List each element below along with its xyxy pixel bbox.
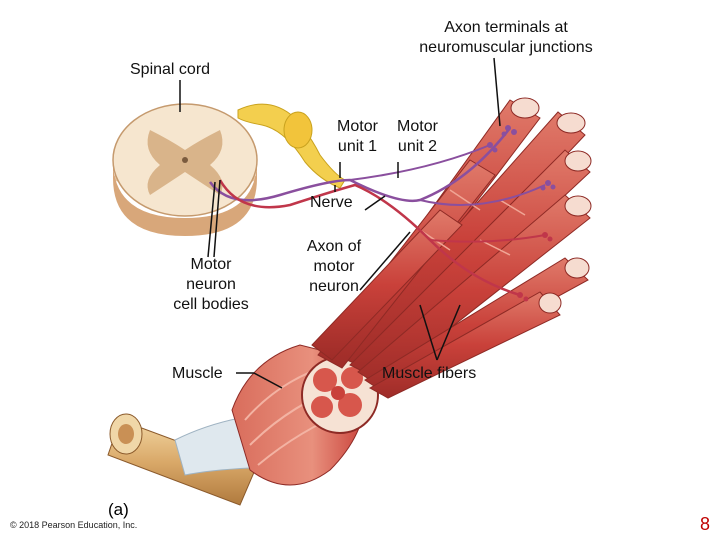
copyright-notice: © 2018 Pearson Education, Inc. xyxy=(10,520,138,530)
leader-lines xyxy=(179,57,501,389)
motor-unit-1-branch-2 xyxy=(349,144,491,181)
spinal-cord xyxy=(112,103,258,236)
motor-unit-2-axon xyxy=(218,179,521,297)
label-muscle-fibers: Muscle fibers xyxy=(382,365,477,382)
motor-unit-1-branch xyxy=(419,184,546,206)
ganglion xyxy=(283,111,313,149)
label-nerve: Nerve xyxy=(310,194,353,211)
label-muscle: Muscle xyxy=(172,365,223,382)
panel-label: (a) xyxy=(108,500,129,519)
page-number: 8 xyxy=(700,514,711,534)
muscle-fibers xyxy=(311,97,592,399)
motor-unit-2-branch xyxy=(429,234,546,243)
label-spinal-cord: Spinal cord xyxy=(130,61,211,78)
axon-terminals xyxy=(487,125,556,302)
